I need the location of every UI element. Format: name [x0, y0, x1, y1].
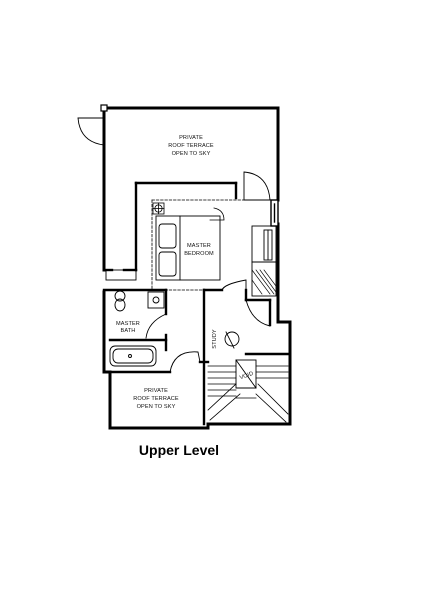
label-void: VOID: [239, 371, 254, 381]
terrace-door-swing: [243, 171, 271, 201]
wardrobe-door-swing: [245, 299, 271, 327]
bedroom-dashed-boundary: [151, 199, 273, 291]
outer-walls: [102, 106, 292, 430]
svg-text:BATH: BATH: [121, 328, 136, 334]
bed-icon: [155, 215, 221, 281]
svg-text:BEDROOM: BEDROOM: [184, 251, 214, 257]
svg-text:MASTER: MASTER: [187, 243, 211, 249]
label-roof-terrace-bottom: PRIVATE ROOF TERRACE OPEN TO SKY: [133, 388, 179, 410]
study-door-swing: [221, 279, 247, 291]
wardrobe: [251, 225, 277, 297]
plan-caption: Upper Level: [138, 442, 220, 458]
label-study: STUDY: [212, 329, 218, 349]
svg-text:OPEN TO SKY: OPEN TO SKY: [137, 404, 176, 410]
svg-text:OPEN TO SKY: OPEN TO SKY: [172, 151, 211, 157]
label-roof-terrace-top: PRIVATE ROOF TERRACE OPEN TO SKY: [168, 135, 214, 157]
internal-walls: [102, 181, 292, 426]
bath-fixtures: [105, 269, 165, 367]
label-master-bedroom: MASTER BEDROOM: [184, 243, 214, 257]
bedroom-door-swing: [209, 207, 225, 221]
entry-door-swing: [77, 117, 105, 146]
svg-text:PRIVATE: PRIVATE: [179, 135, 203, 141]
corner-post: [100, 104, 108, 112]
study-chair-icon: [224, 331, 240, 349]
label-master-bath: MASTER BATH: [116, 321, 140, 334]
bath-door-swing: [145, 313, 167, 339]
right-partition: [270, 199, 279, 227]
svg-text:MASTER: MASTER: [116, 321, 140, 327]
svg-text:ROOF TERRACE: ROOF TERRACE: [133, 396, 179, 402]
ceiling-fan-icon: [152, 202, 165, 215]
void-box: [235, 359, 257, 389]
svg-text:ROOF TERRACE: ROOF TERRACE: [168, 143, 214, 149]
svg-text:PRIVATE: PRIVATE: [144, 388, 168, 394]
lower-terrace-door-swing: [169, 351, 201, 373]
